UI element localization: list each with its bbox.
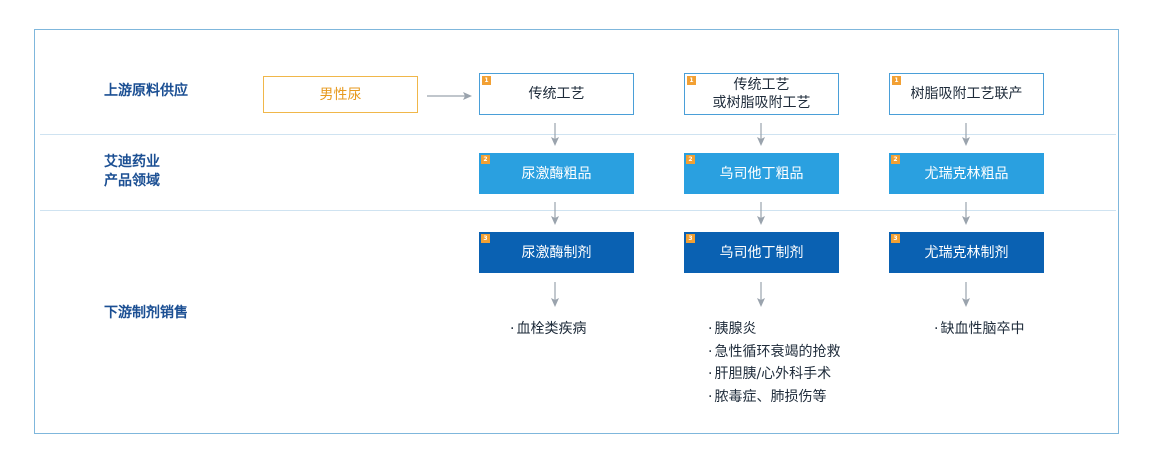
process-box-1: 1 传统工艺 <box>479 73 634 115</box>
down-arrow <box>962 202 970 225</box>
down-arrow <box>757 282 765 307</box>
preparation-box-3: 3 尤瑞克林制剂 <box>889 232 1044 273</box>
step-badge: 2 <box>481 155 490 164</box>
down-arrow <box>551 123 559 146</box>
source-arrow <box>427 92 472 100</box>
step-badge: 3 <box>891 234 900 243</box>
process-label: 传统工艺 <box>528 86 585 102</box>
step-badge: 1 <box>482 76 491 85</box>
process-box-2: 1 传统工艺 或树脂吸附工艺 <box>684 73 839 115</box>
indication-item: 缺血性脑卒中 <box>934 318 1024 341</box>
row-label-company: 艾迪药业 产品领域 <box>104 154 160 189</box>
preparation-label: 尤瑞克林制剂 <box>924 244 1009 261</box>
step-badge: 3 <box>481 234 490 243</box>
crude-box-1: 2 尿激酶粗品 <box>479 153 634 194</box>
down-arrow <box>757 202 765 225</box>
preparation-label: 尿激酶制剂 <box>521 244 592 261</box>
indications-list-1: 血栓类疾病 <box>510 318 586 341</box>
step-badge: 2 <box>891 155 900 164</box>
row-separator-1 <box>40 134 1116 135</box>
step-badge: 3 <box>686 234 695 243</box>
indications-list-3: 缺血性脑卒中 <box>934 318 1024 341</box>
down-arrow <box>551 202 559 225</box>
preparation-box-1: 3 尿激酶制剂 <box>479 232 634 273</box>
indication-item: 血栓类疾病 <box>510 318 586 341</box>
crude-label: 乌司他丁粗品 <box>719 165 804 182</box>
step-badge: 1 <box>892 76 901 85</box>
diagram-frame <box>34 29 1119 434</box>
crude-box-3: 2 尤瑞克林粗品 <box>889 153 1044 194</box>
indication-item: 肝胆胰/心外科手术 <box>708 363 840 386</box>
indication-item: 脓毒症、肺损伤等 <box>708 386 840 409</box>
process-label: 树脂吸附工艺联产 <box>910 86 1023 102</box>
indication-item: 胰腺炎 <box>708 318 840 341</box>
down-arrow <box>962 123 970 146</box>
process-box-3: 1 树脂吸附工艺联产 <box>889 73 1044 115</box>
preparation-box-2: 3 乌司他丁制剂 <box>684 232 839 273</box>
down-arrow <box>757 123 765 146</box>
step-badge: 2 <box>686 155 695 164</box>
step-badge: 1 <box>687 76 696 85</box>
preparation-label: 乌司他丁制剂 <box>719 244 804 261</box>
row-label-upstream: 上游原料供应 <box>104 83 188 99</box>
row-label-downstream: 下游制剂销售 <box>104 305 188 321</box>
crude-label: 尤瑞克林粗品 <box>924 165 1009 182</box>
crude-label: 尿激酶粗品 <box>521 165 592 182</box>
crude-box-2: 2 乌司他丁粗品 <box>684 153 839 194</box>
down-arrow <box>551 282 559 307</box>
source-box: 男性尿 <box>263 76 418 113</box>
indication-item: 急性循环衰竭的抢救 <box>708 341 840 364</box>
indications-list-2: 胰腺炎 急性循环衰竭的抢救 肝胆胰/心外科手术 脓毒症、肺损伤等 <box>708 318 840 408</box>
row-separator-2 <box>40 210 1116 211</box>
down-arrow <box>962 282 970 307</box>
process-label: 传统工艺 或树脂吸附工艺 <box>712 77 811 111</box>
